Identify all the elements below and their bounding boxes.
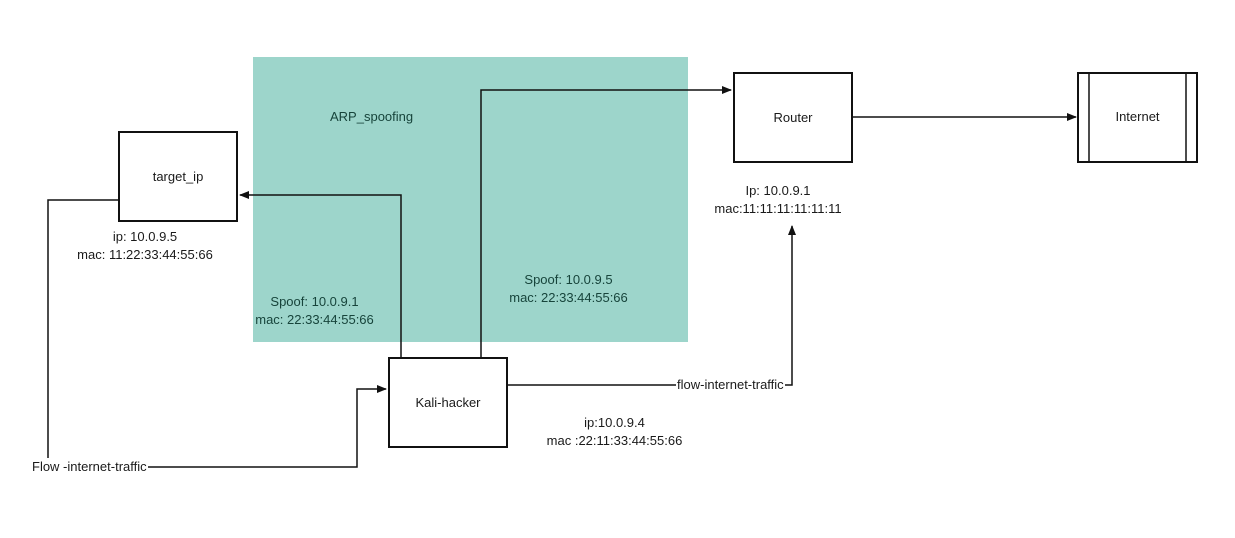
kali-hacker-node-label: Kali-hacker xyxy=(415,395,481,410)
router-mac-address: mac:11:11:11:11:11:11 xyxy=(714,201,842,216)
target-ip-node-label: target_ip xyxy=(152,169,204,184)
spoof-target-ip: Spoof: 10.0.9.1 xyxy=(270,294,359,309)
flow-traffic-label-left: Flow -internet-traffic xyxy=(31,458,148,476)
spoof-target-mac: mac: 22:33:44:55:66 xyxy=(255,312,374,327)
kali-hacker-node[interactable]: Kali-hacker xyxy=(388,357,508,448)
spoof-arrow-to-router xyxy=(480,86,732,357)
router-ip-address: Ip: 10.0.9.1 xyxy=(745,183,811,198)
router-address-info: Ip: 10.0.9.1 mac:11:11:11:11:11:11 xyxy=(698,182,858,218)
kali-ip-address: ip:10.0.9.4 xyxy=(584,415,645,430)
router-node[interactable]: Router xyxy=(733,72,853,163)
spoof-arrow-to-target xyxy=(239,191,402,357)
target-ip-node[interactable]: target_ip xyxy=(118,131,238,222)
flow-arrow-kali-to-router xyxy=(508,225,796,386)
router-node-label: Router xyxy=(773,110,813,125)
flow-arrow-target-to-kali xyxy=(47,199,387,468)
internet-node[interactable]: Internet xyxy=(1077,72,1198,163)
target-mac-address: mac: 11:22:33:44:55:66 xyxy=(77,247,213,262)
spoof-router-mac: mac: 22:33:44:55:66 xyxy=(509,290,628,305)
kali-mac-address: mac :22:11:33:44:55:66 xyxy=(546,433,683,448)
target-ip-address: ip: 10.0.9.5 xyxy=(112,229,178,244)
spoof-router-ip: Spoof: 10.0.9.5 xyxy=(524,272,613,287)
internet-node-label: Internet xyxy=(1115,109,1160,124)
kali-address-info: ip:10.0.9.4 mac :22:11:33:44:55:66 xyxy=(532,414,697,450)
arp-spoofing-zone xyxy=(253,57,688,342)
arp-spoofing-zone-label: ARP_spoofing xyxy=(330,109,414,124)
spoof-target-label: Spoof: 10.0.9.1 mac: 22:33:44:55:66 xyxy=(242,293,387,329)
target-ip-address-info: ip: 10.0.9.5 mac: 11:22:33:44:55:66 xyxy=(60,228,230,264)
spoof-router-label: Spoof: 10.0.9.5 mac: 22:33:44:55:66 xyxy=(496,271,641,307)
flow-traffic-label-right: flow-internet-traffic xyxy=(676,376,785,394)
